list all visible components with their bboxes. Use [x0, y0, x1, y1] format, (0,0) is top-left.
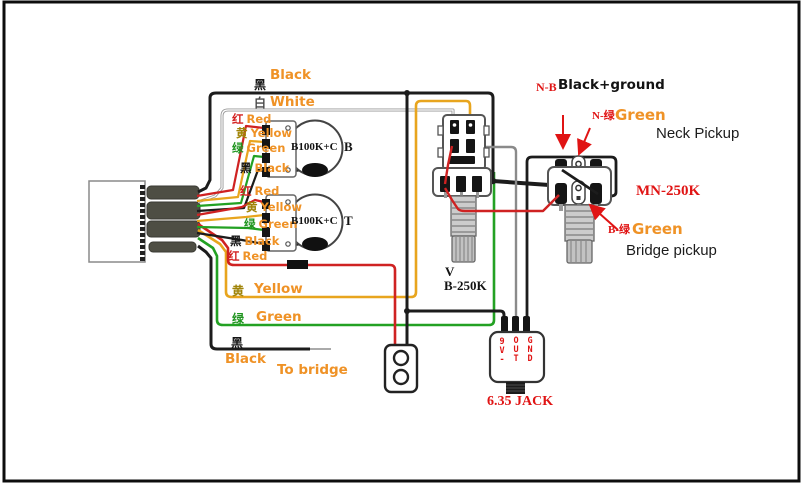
wire-red-main	[197, 222, 397, 346]
neck-green-prefix: N-绿	[592, 110, 615, 122]
pot-t-green-zh: 绿	[244, 217, 256, 231]
wire-white	[197, 108, 455, 204]
blend-pot-assembly	[547, 155, 612, 264]
jack-pin1-label: 9V-	[499, 337, 505, 365]
jack-pin2-label: OUT	[513, 336, 519, 364]
mid-red-zh: 红	[228, 249, 240, 263]
bridge-green-label: Green	[632, 220, 683, 238]
bridge-pickup-label: Bridge pickup	[626, 242, 717, 259]
pot-b-red-zh: 红	[232, 112, 244, 126]
callout-arrows	[555, 115, 619, 231]
pot-b-red-en: Red	[246, 112, 272, 126]
top-black-zh: 黑	[254, 78, 267, 92]
pot-t-shaft	[302, 237, 328, 251]
wire-gnd-black	[525, 155, 618, 320]
wire-black-to-bridge	[197, 244, 331, 351]
pot-b-yellow-en: Yellow	[250, 126, 292, 140]
frame-border	[2, 0, 801, 483]
pot-t-red-en: Red	[254, 184, 280, 198]
battery-clip	[383, 343, 419, 394]
top-black-label: Black	[270, 67, 312, 83]
wire-black-blend-diagonal	[561, 168, 599, 196]
volume-pot-assembly	[432, 114, 492, 263]
ribbon-cables	[146, 185, 201, 253]
top-white-zh: 白	[254, 96, 267, 110]
pot-t-black-en: Black	[244, 234, 280, 248]
mid-red-en: Red	[242, 249, 268, 263]
pot-t-harness	[196, 198, 265, 246]
jack-pins	[501, 316, 530, 334]
volume-pot-arrow: V	[445, 264, 455, 279]
mid-green-zh: 绿	[232, 312, 245, 326]
jack-label: 6.35 JACK	[487, 394, 554, 409]
pot-b-green-en: Green	[246, 141, 286, 155]
wire-out-gray	[484, 145, 518, 320]
pot-t-green-en: Green	[258, 217, 298, 231]
pot-b-shaft	[302, 163, 328, 177]
blend-pot-value: MN-250K	[636, 183, 701, 199]
pot-b-tag: B	[344, 139, 353, 154]
nb-text: Black+ground	[558, 77, 665, 93]
pot-t-red-zh: 红	[240, 184, 252, 198]
to-bridge-label: To bridge	[277, 362, 348, 378]
wire-red-switch	[443, 145, 454, 185]
top-white-label: White	[270, 94, 315, 110]
wire-yellow	[197, 99, 472, 299]
pot-t	[262, 193, 344, 252]
pot-b-value: B100K+C	[291, 141, 338, 153]
pickup-connector-block	[88, 180, 201, 263]
wire-jack-ground-left	[407, 309, 506, 320]
pot-t-yellow-en: Yellow	[260, 200, 302, 214]
mid-green-label: Green	[256, 309, 302, 325]
output-jack	[488, 316, 546, 394]
jack-pin3-label: GND	[527, 336, 533, 364]
pot-t-yellow-zh: 黄	[246, 200, 258, 214]
pot-t-value: B100K+C	[291, 215, 338, 227]
pot-t-tag: T	[344, 213, 353, 228]
pot-b-yellow-zh: 黄	[236, 126, 248, 140]
wire-red-to-blend	[443, 187, 560, 213]
pot-b-black-en: Black	[254, 161, 290, 175]
neck-pickup-label: Neck Pickup	[656, 125, 740, 142]
nb-prefix: N-B	[536, 80, 557, 94]
mid-black-zh: 黑	[231, 336, 244, 350]
arrow-neck-green	[577, 127, 592, 156]
wire-green	[197, 172, 496, 327]
pot-t-black-zh: 黑	[230, 234, 242, 248]
pot-b-harness	[196, 124, 265, 213]
connector-pins	[140, 185, 145, 261]
inline-component	[287, 260, 308, 269]
neck-green-label: Green	[615, 106, 666, 124]
pot-b-green-zh: 绿	[232, 141, 244, 155]
pot-b-black-zh: 黑	[240, 161, 252, 175]
mid-black-label: Black	[225, 351, 267, 367]
arrow-bridge-green	[588, 203, 619, 231]
mid-yellow-label: Yellow	[254, 281, 303, 297]
mid-yellow-zh: 黄	[232, 284, 245, 298]
bridge-green-prefix: B-绿	[608, 224, 630, 236]
pot-b	[262, 119, 344, 178]
volume-pot-value: B-250K	[444, 278, 487, 293]
